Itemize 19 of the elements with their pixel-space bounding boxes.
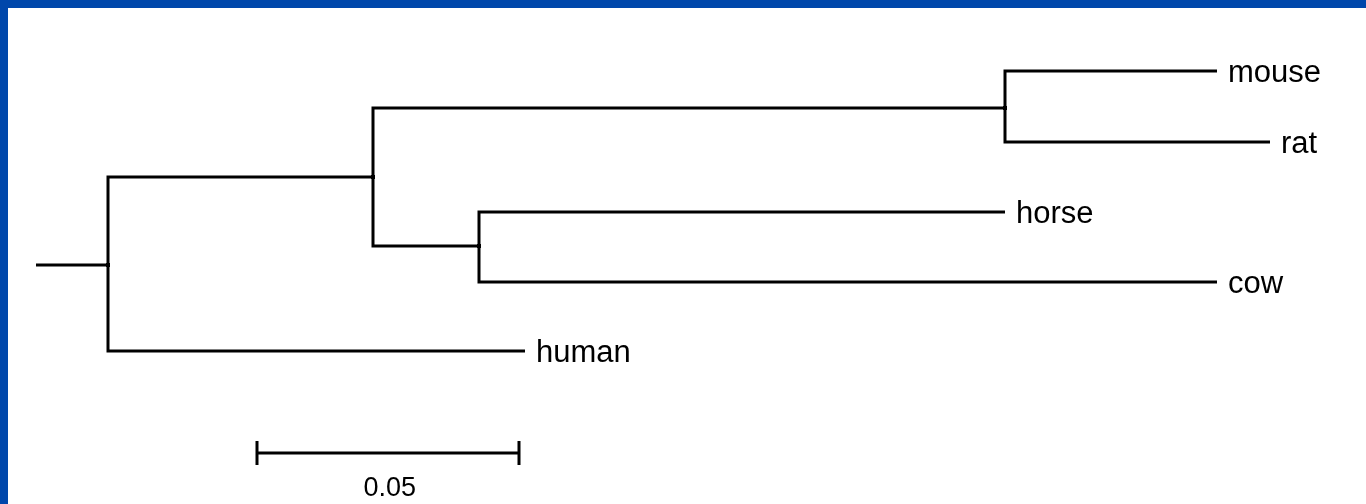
tree-branch <box>106 175 371 263</box>
tree-branch <box>1003 69 1217 106</box>
branch-point <box>477 244 481 248</box>
tree-branch <box>36 263 106 267</box>
tree-branch <box>371 106 1003 175</box>
taxon-label: mouse <box>1217 54 1322 90</box>
scale-value: 0.05 <box>363 471 417 503</box>
branch-point <box>106 263 110 267</box>
tree-branch <box>106 267 525 353</box>
tree-branch <box>1003 110 1270 144</box>
branch-point <box>371 175 375 179</box>
tree-branch <box>371 179 477 248</box>
branch-point <box>1003 106 1007 110</box>
taxon-label: cow <box>1217 265 1284 301</box>
tree-branch <box>477 210 1005 244</box>
taxon-label: rat <box>1270 125 1318 161</box>
taxon-label: human <box>525 334 631 370</box>
taxon-label: horse <box>1005 195 1094 231</box>
tree-branch <box>477 248 1217 284</box>
